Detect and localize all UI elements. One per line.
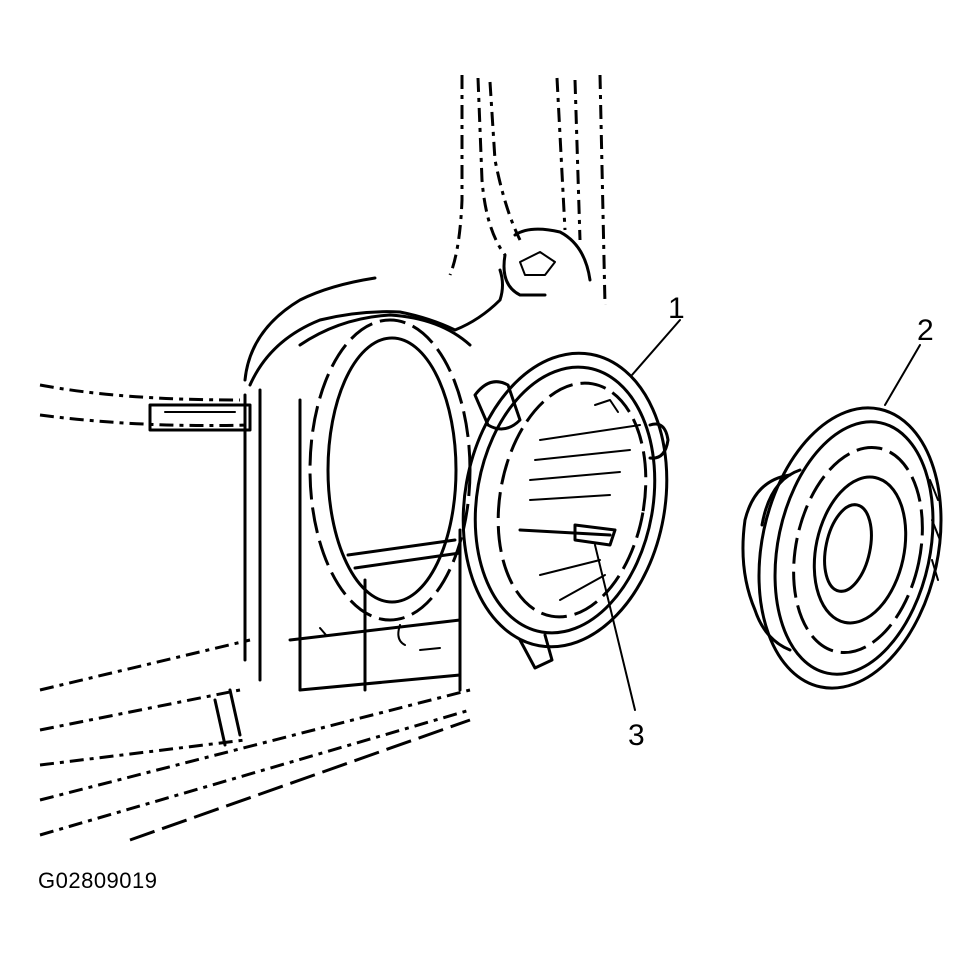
door-speaker-bracket bbox=[243, 268, 504, 692]
figure-code: G02809019 bbox=[38, 868, 158, 893]
leader-lines bbox=[594, 319, 921, 711]
window-channel bbox=[448, 74, 607, 306]
callout-2: 2 bbox=[917, 314, 934, 347]
callout-1: 1 bbox=[668, 292, 685, 325]
speaker bbox=[741, 406, 943, 690]
door-panel-lines bbox=[39, 383, 471, 842]
speaker-adapter bbox=[461, 351, 670, 670]
callout-3: 3 bbox=[628, 719, 645, 752]
